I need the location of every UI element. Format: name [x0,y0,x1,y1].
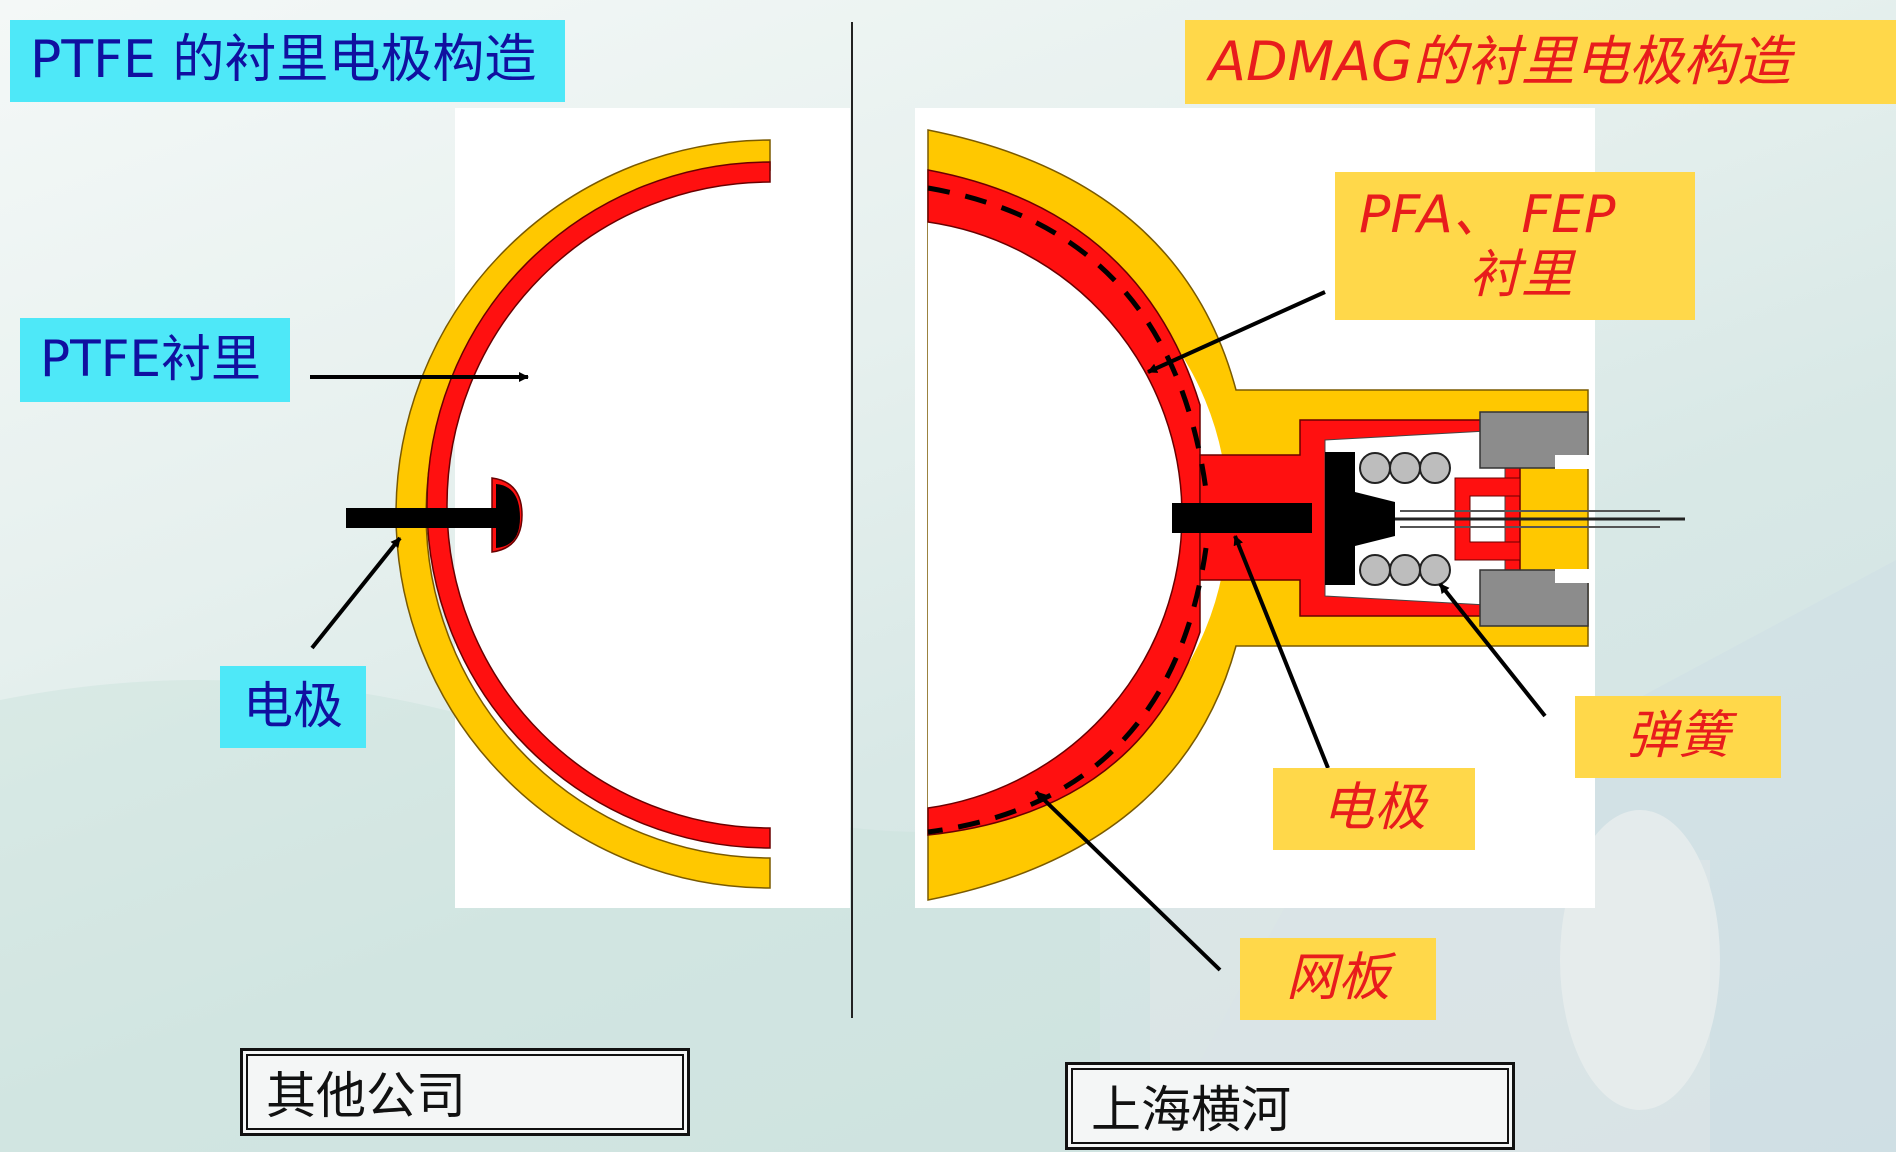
spring-label: 弹簧 [1575,696,1781,778]
spring-coils [1359,452,1451,586]
mesh-plate-label-text: 网板 [1285,948,1390,1009]
ptfe-lining-label: PTFE衬里 [20,318,290,402]
left-electrode-arrow [310,536,402,650]
left-pipe-cross-section [346,139,771,889]
pfa-fep-lining-label-line2: 衬里 [1469,245,1574,305]
right-electrode-arrow [1233,535,1330,769]
left-title-text: PTFE 的衬里电极构造 [30,30,537,91]
mesh-plate-label: 网板 [1240,938,1436,1020]
right-electrode-label: 电极 [1273,768,1475,850]
pfa-fep-lining-arrow [1147,290,1326,374]
left-electrode-label: 电极 [220,666,366,748]
shanghai-yokogawa-box: 上海横河 [1065,1062,1515,1150]
left-electrode-label-text: 电极 [243,677,343,736]
left-electrode [346,508,506,528]
other-company-box: 其他公司 [240,1048,690,1136]
right-electrode [1172,503,1312,533]
mesh-plate-arrow [1034,790,1222,972]
right-electrode-label-text: 电极 [1321,778,1426,839]
other-company-label: 其他公司 [246,1054,684,1130]
left-title: PTFE 的衬里电极构造 [10,20,565,102]
pfa-fep-lining-label: PFA、 FEP 衬里 [1335,172,1695,320]
spring-arrow [1438,582,1547,718]
spring-label-text: 弹簧 [1625,706,1730,767]
pfa-fep-lining-label-line1: PFA、 FEP [1359,185,1616,246]
shanghai-yokogawa-label: 上海横河 [1071,1068,1509,1144]
ptfe-lining-label-text: PTFE衬里 [40,330,262,389]
right-title: ADMAG的衬里电极构造 [1185,20,1896,104]
right-title-text: ADMAG的衬里电极构造 [1209,29,1791,93]
